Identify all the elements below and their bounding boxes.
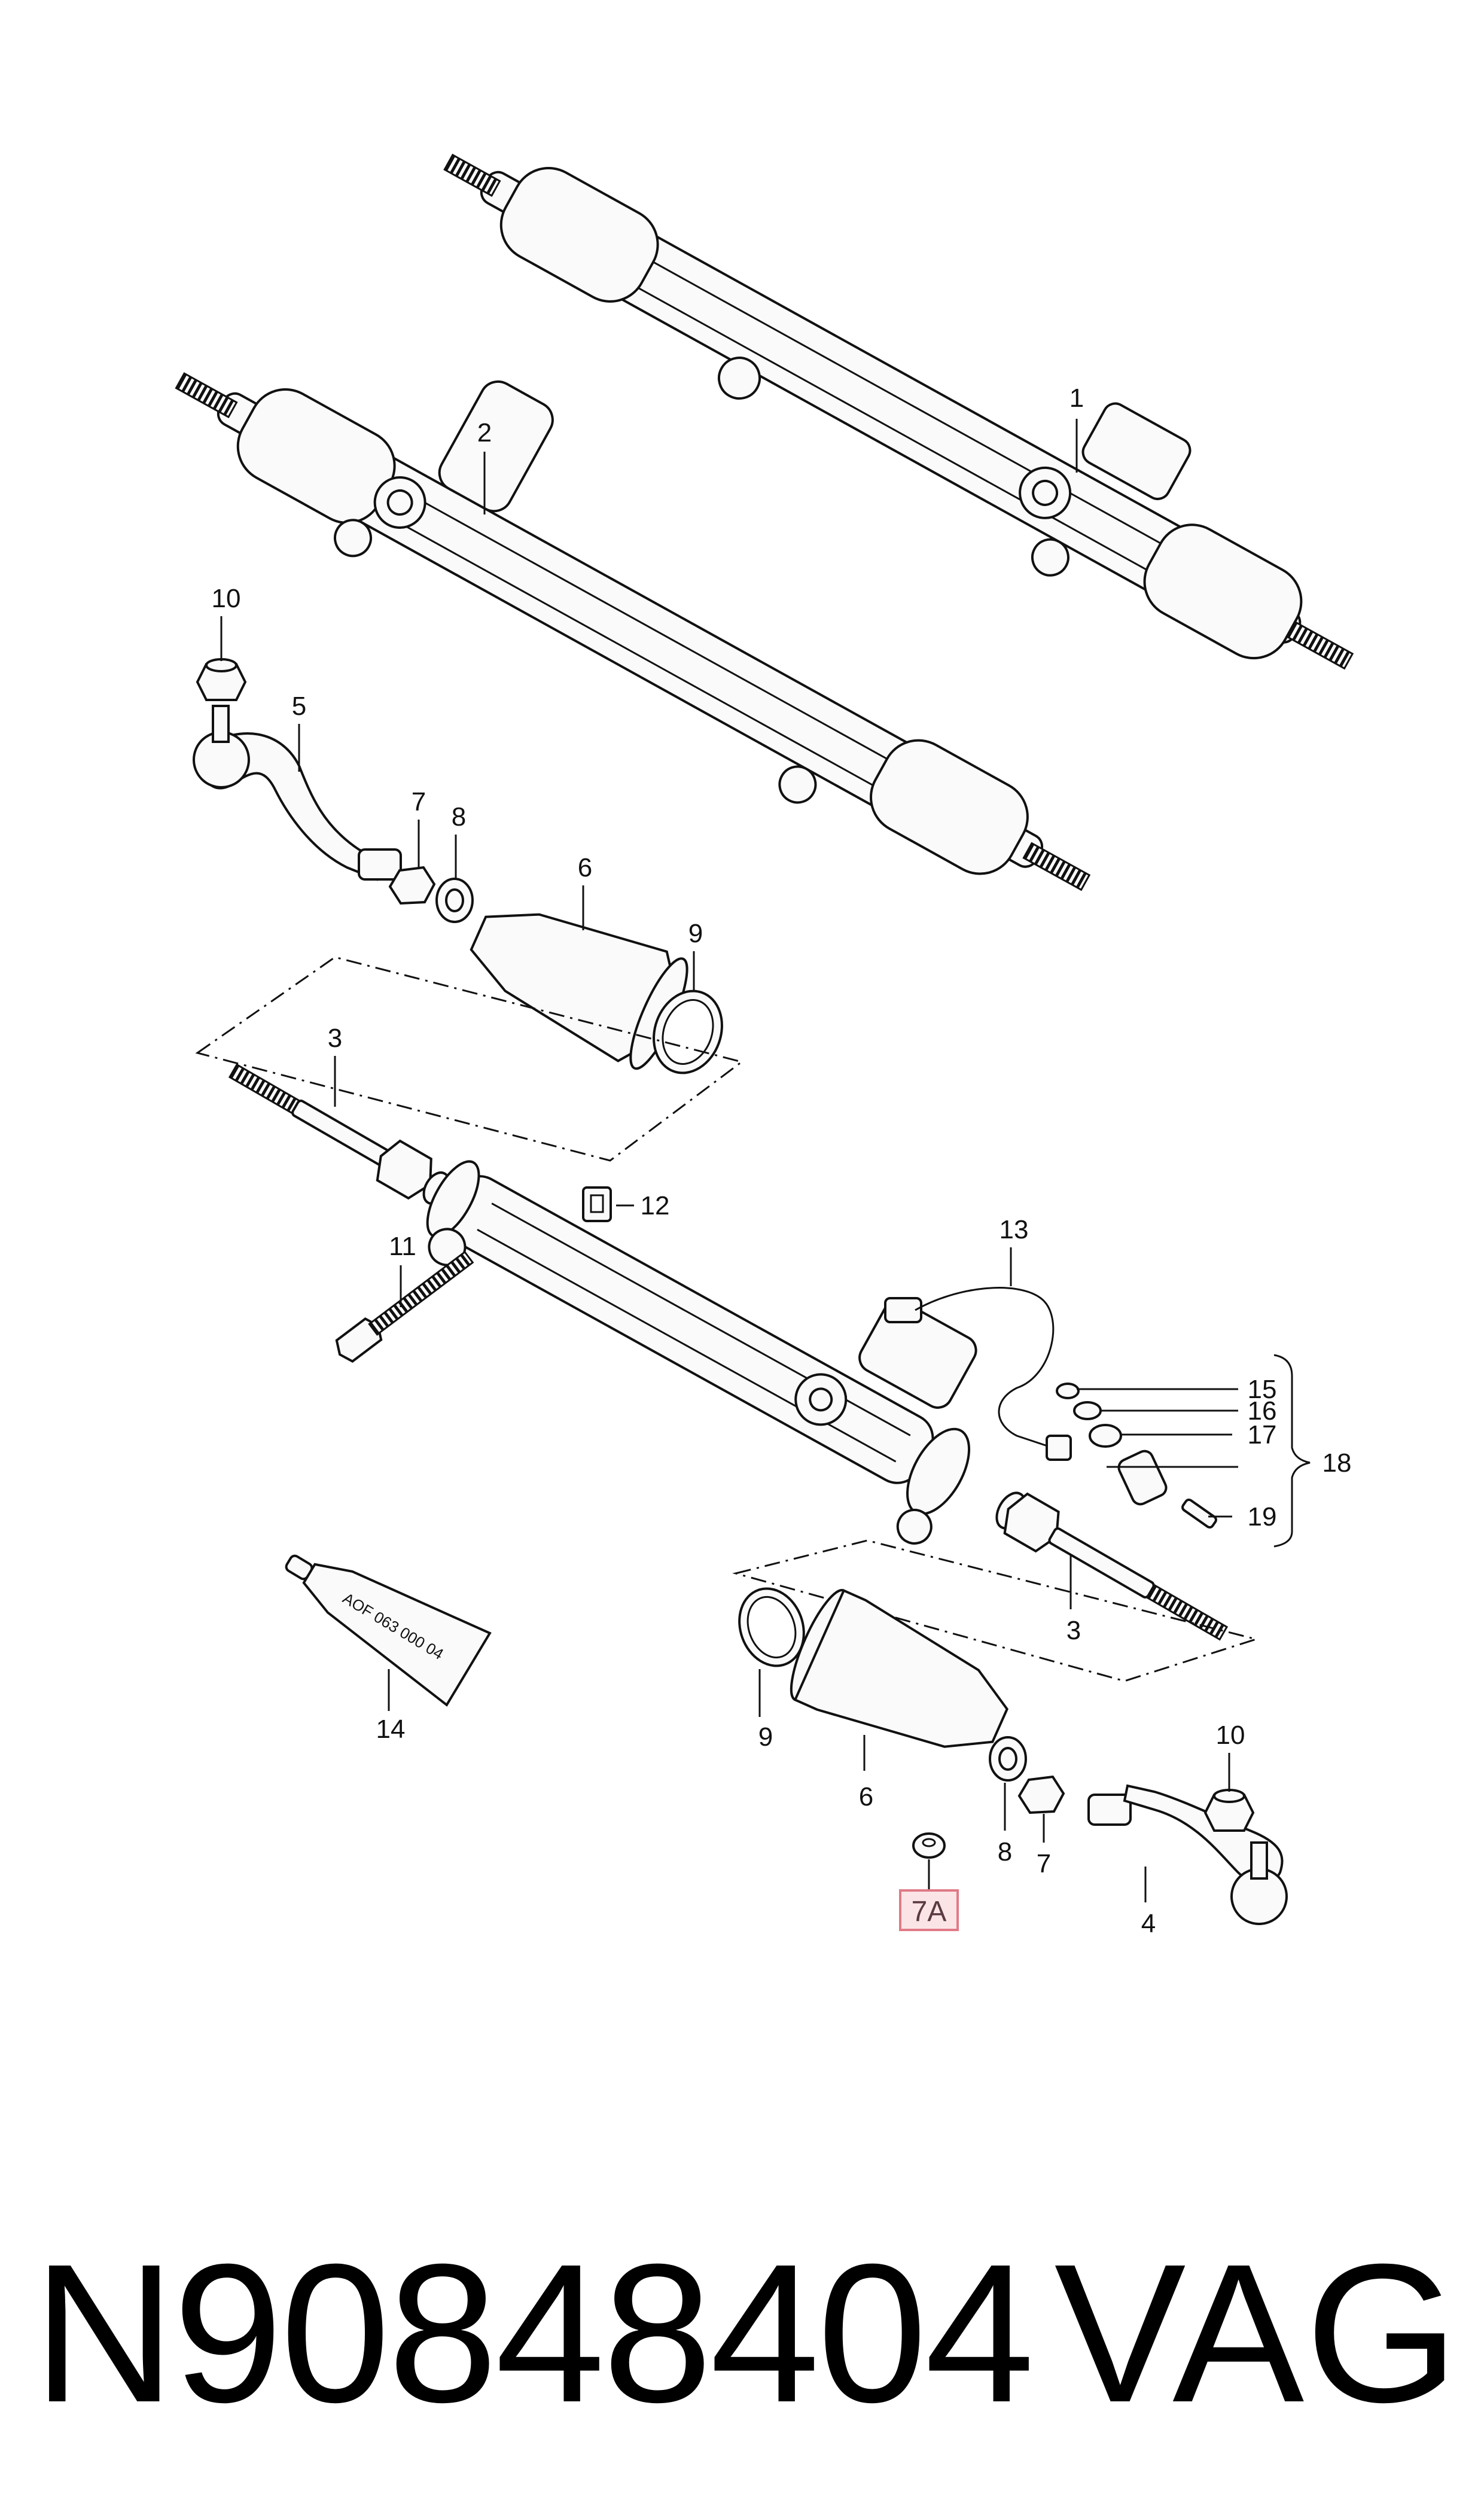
callout-14: 14 xyxy=(376,1715,406,1744)
tie-rod-end-left xyxy=(193,705,402,881)
steering-rack-lower xyxy=(426,1160,977,1545)
clamp-8-upper xyxy=(435,878,474,923)
seal-15 xyxy=(1056,1383,1080,1399)
callout-16: 16 xyxy=(1248,1396,1277,1426)
callout-10-lower: 10 xyxy=(1216,1721,1245,1750)
callout-10-upper: 10 xyxy=(212,584,241,613)
callout-7-upper: 7 xyxy=(412,787,426,817)
leader-lines xyxy=(220,419,1238,1902)
callout-6-lower: 6 xyxy=(859,1782,873,1811)
callout-12: 12 xyxy=(641,1191,670,1220)
nut-10-upper xyxy=(196,658,247,701)
seal-16 xyxy=(1073,1401,1102,1420)
boot-6-lower xyxy=(790,1589,1008,1748)
bracket-18 xyxy=(1273,1354,1311,1548)
tie-rod-end-right xyxy=(1087,1784,1288,1925)
steering-rack-2 xyxy=(175,372,1091,891)
valve-19 xyxy=(1117,1450,1217,1529)
callout-3-lower: 3 xyxy=(1066,1616,1081,1645)
callout-7A-highlight: 7A xyxy=(899,1889,959,1931)
callout-8-upper: 8 xyxy=(452,802,466,832)
callout-8-lower: 8 xyxy=(998,1837,1012,1867)
clamp-8-lower xyxy=(989,1736,1027,1782)
callout-5: 5 xyxy=(292,692,306,721)
inner-tie-rod-3-upper xyxy=(228,1063,450,1205)
steering-rack-exploded-diagram: AOF 063 000 04 1 2 10 5 7 8 6 9 3 xyxy=(175,153,1354,1938)
clip-12 xyxy=(582,1186,612,1222)
callout-18: 18 xyxy=(1323,1448,1352,1478)
callout-11: 11 xyxy=(389,1232,416,1261)
callout-2: 2 xyxy=(477,418,492,447)
cable-13 xyxy=(884,1287,1072,1461)
group-frame-upper xyxy=(195,956,744,1162)
grease-tube-14: AOF 063 000 04 xyxy=(285,1554,492,1707)
nut-7-lower xyxy=(1017,1775,1065,1814)
group-frame-lower xyxy=(732,1539,1260,1682)
callout-7A: 7A xyxy=(912,1896,947,1928)
callout-1: 1 xyxy=(1069,383,1084,413)
callout-15: 15 xyxy=(1248,1375,1277,1404)
callout-9-upper: 9 xyxy=(688,919,703,948)
callout-9-lower: 9 xyxy=(758,1722,773,1752)
callout-4: 4 xyxy=(1141,1909,1156,1938)
brand-name: VAG xyxy=(1054,2222,1460,2443)
callout-13: 13 xyxy=(1000,1215,1029,1244)
callout-17: 17 xyxy=(1248,1420,1277,1450)
nut-7-upper xyxy=(388,866,436,905)
seal-17 xyxy=(1089,1424,1122,1448)
steering-rack-1 xyxy=(443,153,1354,670)
nut-10-lower xyxy=(1203,1789,1255,1832)
inner-tie-rod-3-lower xyxy=(995,1491,1229,1641)
callout-19: 19 xyxy=(1248,1502,1277,1531)
callout-7-lower: 7 xyxy=(1037,1849,1051,1878)
callout-6-upper: 6 xyxy=(578,853,592,882)
washer-7A xyxy=(912,1832,946,1859)
bolt-11 xyxy=(335,1250,474,1363)
clamp-ring-9-lower xyxy=(738,1587,805,1667)
callout-3-upper: 3 xyxy=(328,1024,342,1053)
part-number: N90848404 xyxy=(33,2222,1035,2443)
footer: N90848404 VAG xyxy=(0,2225,1484,2441)
